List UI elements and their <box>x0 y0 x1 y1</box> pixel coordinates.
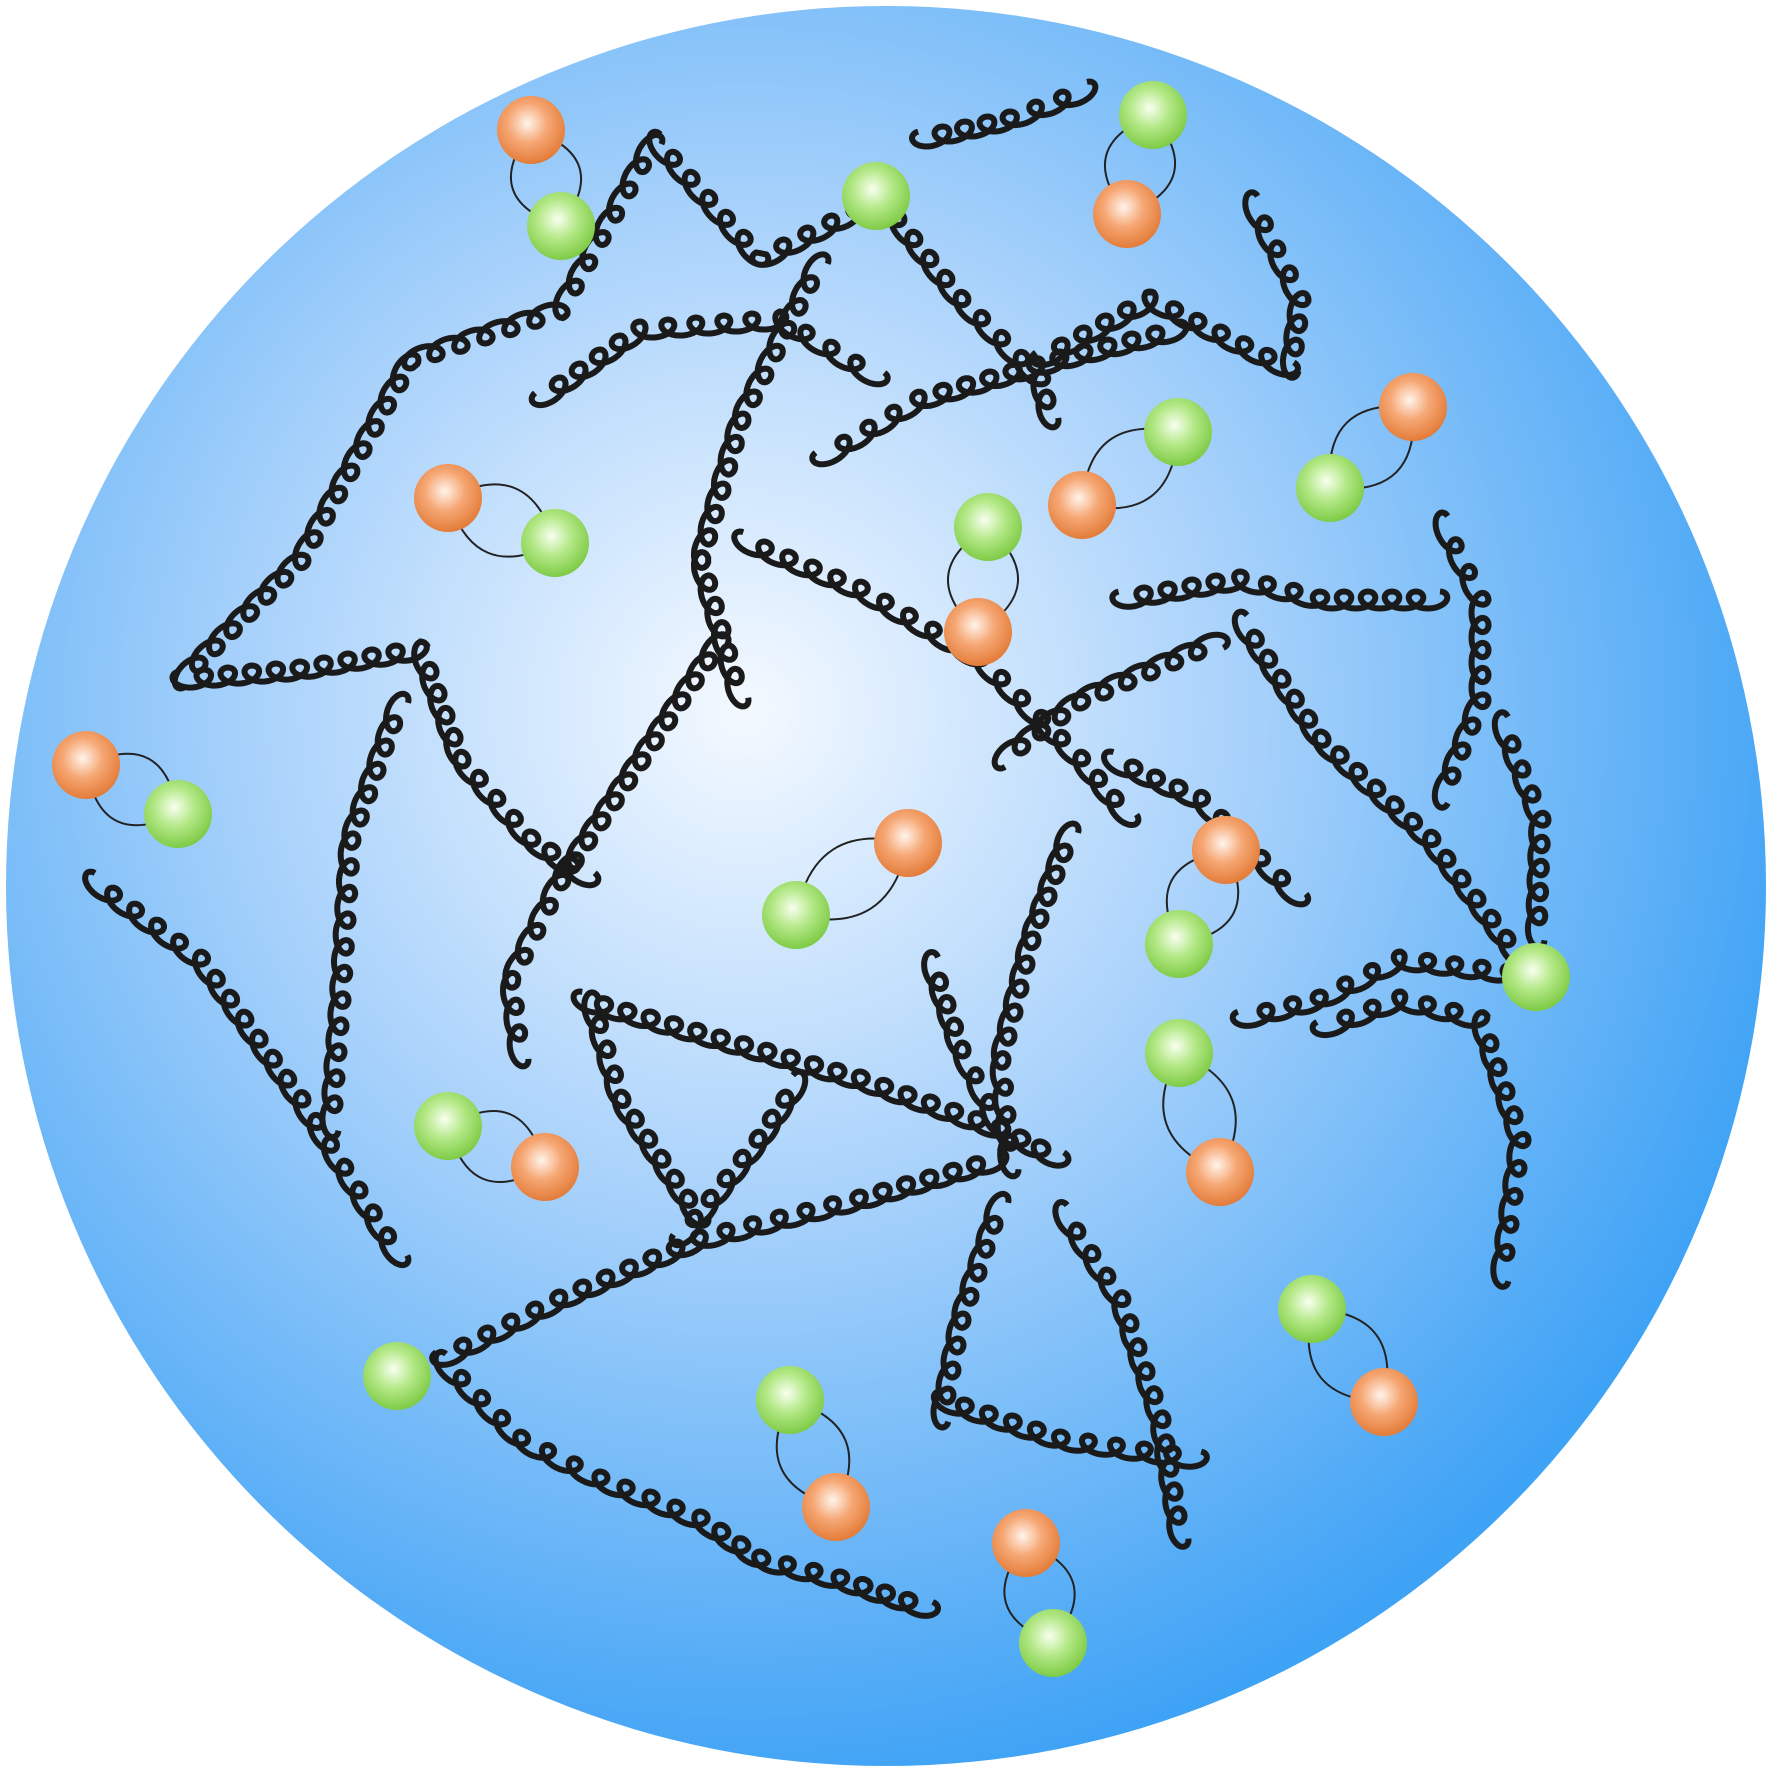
green-particle <box>363 1342 431 1410</box>
gluon-spring <box>570 988 1072 1169</box>
gluon-spring <box>1471 1009 1532 1290</box>
gluon-spring <box>809 318 1190 468</box>
gluon-spring <box>169 638 430 691</box>
orange-particle <box>1186 1138 1254 1206</box>
orange-particle <box>802 1473 870 1541</box>
green-particle <box>1145 1019 1213 1087</box>
gluon-spring <box>1101 748 1312 908</box>
gluon-spring <box>668 1068 809 1249</box>
green-particle <box>756 1366 824 1434</box>
gluon-spring <box>1242 189 1312 381</box>
green-particle <box>762 881 830 949</box>
gluon-spring <box>1028 288 1301 378</box>
gluon-spring <box>1231 608 1532 969</box>
gluon-spring <box>1109 568 1451 612</box>
gluon-spring <box>319 690 412 1141</box>
green-particle <box>1278 1275 1346 1343</box>
orange-particle <box>992 1509 1060 1577</box>
orange-particle <box>874 809 942 877</box>
gluon-spring <box>1431 509 1492 811</box>
orange-particle <box>52 731 120 799</box>
green-particle <box>527 192 595 260</box>
green-particle <box>1296 454 1364 522</box>
orange-particle <box>497 96 565 164</box>
gluon-spring <box>429 1148 1010 1368</box>
sphere-background <box>6 6 1766 1766</box>
green-particle <box>954 493 1022 561</box>
gluon-spring <box>930 1190 1012 1431</box>
orange-particle <box>511 1133 579 1201</box>
green-particle <box>1019 1609 1087 1677</box>
gluon-spring <box>921 949 1012 1138</box>
green-particle <box>521 509 589 577</box>
gluon-spring <box>411 638 602 889</box>
gluon-spring <box>500 631 732 1070</box>
gluon-spring <box>930 1388 1210 1470</box>
green-particle <box>1119 81 1187 149</box>
gluon-spring <box>691 1508 941 1619</box>
orange-particle <box>1093 180 1161 248</box>
gluon-spring <box>1491 709 1552 951</box>
gluon-spring <box>432 1348 711 1529</box>
particle-layer <box>52 81 1570 1677</box>
gluon-spring <box>1229 948 1546 1029</box>
gluon-spring <box>646 128 889 268</box>
orange-particle <box>414 464 482 532</box>
orange-particle <box>1379 373 1447 441</box>
gluon-spring <box>171 131 666 692</box>
green-particle <box>842 162 910 230</box>
green-particle <box>144 780 212 848</box>
gluon-spring <box>581 989 712 1229</box>
orange-particle <box>944 598 1012 666</box>
orange-particle <box>1048 471 1116 539</box>
orange-particle <box>1350 1368 1418 1436</box>
gluon-spring <box>991 631 1231 772</box>
green-particle <box>1144 398 1212 466</box>
gluon-spring <box>909 78 1099 150</box>
gluon-spring <box>528 308 891 409</box>
green-particle <box>1502 943 1570 1011</box>
gluon-spring <box>989 820 1082 1180</box>
gluon-spring <box>82 868 412 1269</box>
orange-particle <box>1192 816 1260 884</box>
gluon-spring <box>1052 1199 1192 1550</box>
green-particle <box>414 1092 482 1160</box>
gluon-spring <box>1309 988 1491 1039</box>
green-particle <box>1145 910 1213 978</box>
